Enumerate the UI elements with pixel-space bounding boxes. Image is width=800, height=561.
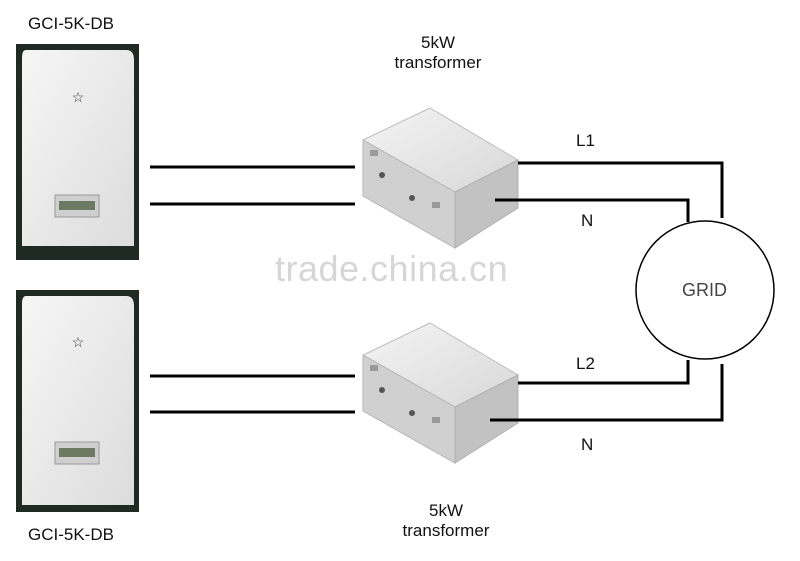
grid-label: GRID [682, 280, 727, 300]
transformer-top-rating: 5kW [421, 33, 455, 52]
line-l1-label: L1 [576, 131, 595, 150]
inverter-bottom-label: GCI-5K-DB [28, 525, 114, 544]
watermark: trade.china.cn [275, 248, 509, 289]
transformer-top [361, 107, 520, 249]
wire-l1 [518, 161, 724, 218]
line-n-top-label: N [581, 211, 594, 230]
transformer-bottom-rating: 5kW [429, 501, 463, 520]
wires-output [490, 161, 724, 422]
transformer-bottom-name: transformer [402, 521, 490, 540]
transformer-top-name: transformer [394, 53, 482, 72]
inverter-bottom-logo: ☆ [72, 335, 85, 351]
inverter-top: ☆ [16, 44, 139, 260]
wire-l2 [518, 360, 690, 385]
line-n-bottom-label: N [581, 435, 594, 454]
wire-n-bottom [490, 364, 724, 422]
line-l2-label: L2 [576, 354, 595, 373]
wire-n-top [495, 198, 690, 222]
inverter-top-label: GCI-5K-DB [28, 14, 114, 33]
transformer-bottom [361, 322, 520, 464]
grid-circle [635, 220, 775, 360]
wires-input [150, 165, 355, 414]
transformer-bottom-label: 5kW transformer [391, 501, 501, 541]
transformer-top-label: 5kW transformer [383, 33, 493, 73]
inverter-bottom: ☆ [16, 290, 139, 512]
inverter-top-logo: ☆ [72, 90, 85, 106]
